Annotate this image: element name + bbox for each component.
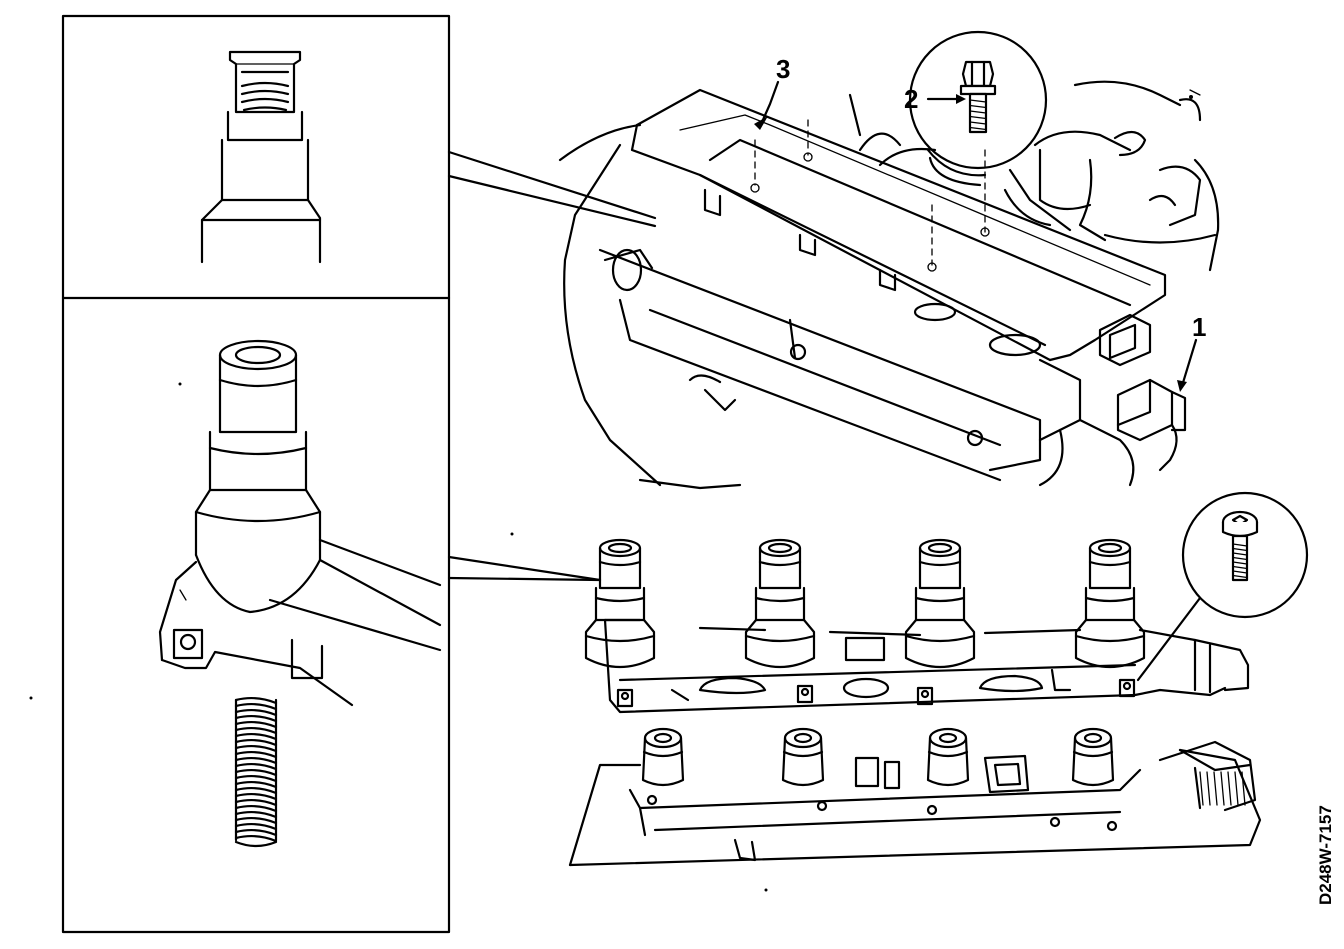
callout-2: 2 — [904, 84, 919, 114]
coil-enlarged-detail — [158, 339, 442, 707]
callout-1: 1 — [1192, 312, 1207, 342]
scan-specks — [29, 95, 1193, 892]
callout-3: 3 — [776, 54, 791, 84]
coil-boot-tip-detail — [200, 50, 322, 264]
coil-stub — [926, 727, 970, 787]
coil-stub — [781, 727, 825, 787]
torx-screw-detail — [1136, 491, 1309, 682]
engine-assembly-view — [558, 80, 1220, 490]
coil-tower — [744, 538, 816, 668]
ignition-coil-icon — [568, 538, 1262, 867]
coil-tower — [584, 538, 656, 668]
detail-panel-frame — [61, 14, 451, 934]
document-id-label: D248W-7157 — [1316, 805, 1335, 905]
coil-stub — [1071, 727, 1115, 787]
coil-tower — [904, 538, 976, 668]
detail-pointer-lines — [447, 150, 657, 582]
spring-icon — [234, 696, 278, 848]
bolt-icon — [908, 30, 1048, 187]
callout-leaders — [754, 80, 1198, 392]
coil-tower — [1074, 538, 1146, 668]
coil-stub — [641, 727, 685, 787]
